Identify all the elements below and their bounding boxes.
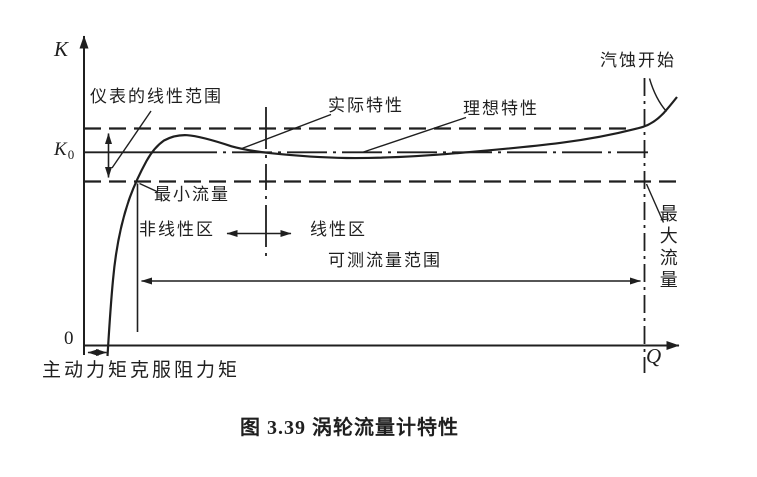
actual-characteristic-curve [106,96,678,357]
actual-characteristic-label: 实际特性 [328,96,404,115]
k0-subscript: 0 [67,147,75,162]
k0-base: K [54,139,67,160]
min-flow-label: 最小流量 [154,185,230,204]
actual-characteristic-leader [240,113,332,150]
ideal-characteristic-leader [363,116,467,153]
cavitation-label: 汽蚀开始 [600,51,676,70]
linear-range-leader [111,110,152,169]
cavitation-leader [648,78,668,112]
y-axis-label: K [54,37,69,61]
origin-label: 0 [64,328,74,349]
measurable-range-label: 可测流量范围 [328,251,442,270]
max-flow-label: 最大流量 [657,204,678,292]
torque-note-label: 主动力矩克服阻力矩 [42,360,241,381]
linear-zone-label: 线性区 [310,220,367,239]
min-flow-leader [139,182,159,193]
x-axis-label: Q [646,344,662,368]
linear-range-label: 仪表的线性范围 [90,87,223,106]
max-flow-leader [645,183,665,223]
nonlinear-zone-label: 非线性区 [139,220,215,239]
k0-label: K0 [54,139,75,162]
figure-caption: 图 3.39 涡轮流量计特性 [240,417,459,439]
ideal-characteristic-label: 理想特性 [463,99,539,118]
